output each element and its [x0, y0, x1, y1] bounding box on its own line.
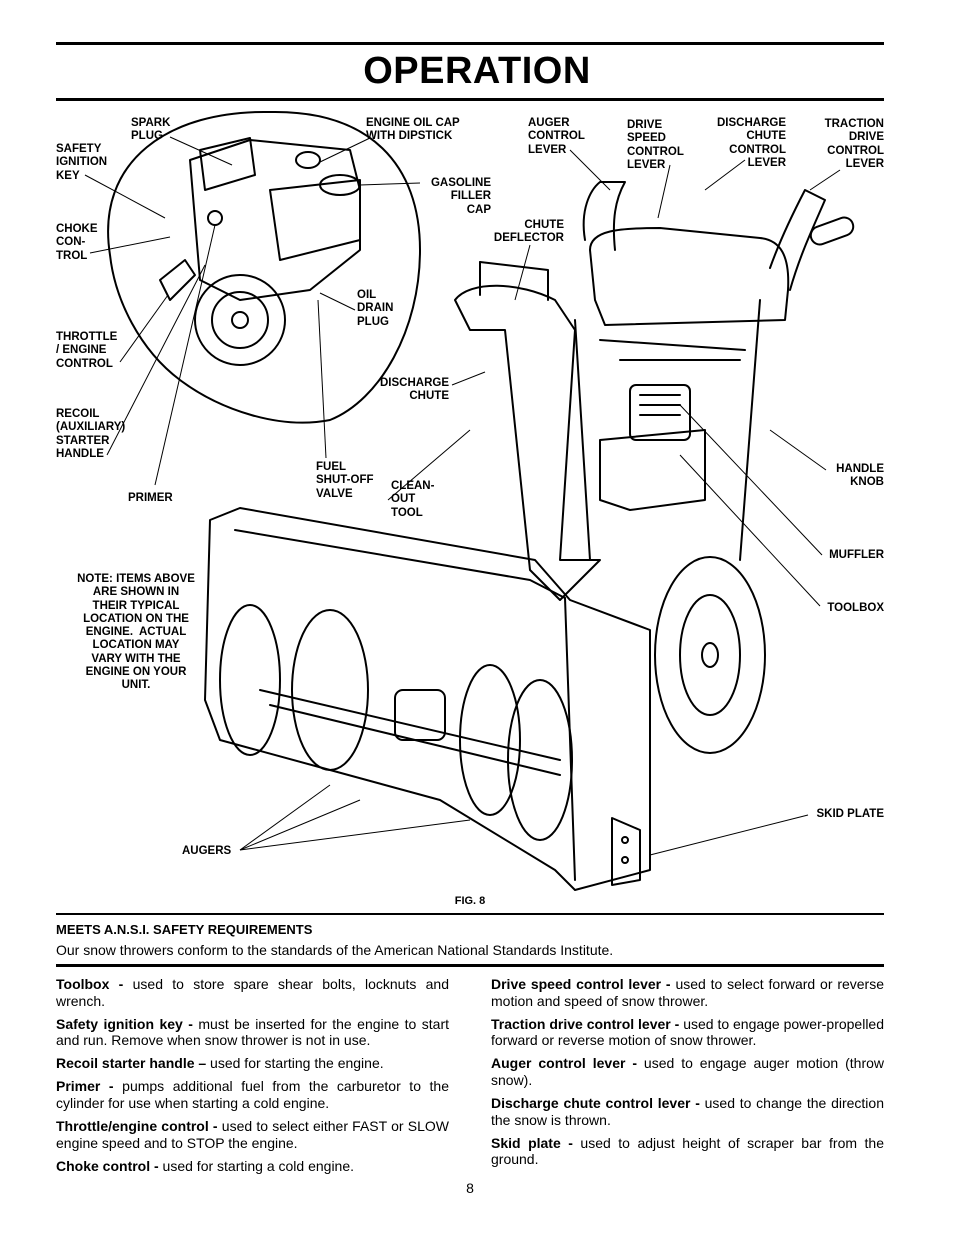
- control-panel: [589, 227, 790, 326]
- desc-primer: Primer - pumps additional fuel from the …: [56, 1078, 449, 1111]
- label-toolbox: TOOLBOX: [827, 602, 884, 614]
- desc-term: Safety ignition key -: [56, 1015, 193, 1032]
- right-handle: [769, 189, 826, 291]
- desc-text: used to store spare shear bolts, locknut…: [56, 976, 449, 1009]
- label-choke-control: CHOKE CON- TROL: [56, 223, 98, 262]
- label-throttle-engine-control: THROTTLE / ENGINE CONTROL: [56, 331, 118, 370]
- figure-caption: FIG. 8: [454, 895, 486, 907]
- desc-term: Discharge chute control lever -: [491, 1095, 700, 1112]
- label-discharge-chute-control-lever: DISCHARGE CHUTE CONTROL LEVER: [716, 117, 786, 169]
- desc-text: used to adjust height of scraper bar fro…: [491, 1134, 884, 1168]
- label-safety-ignition-key: SAFETY IGNITION KEY: [56, 143, 108, 182]
- desc-text: used to engage auger motion (throw snow)…: [491, 1055, 885, 1088]
- label-discharge-chute: DISCHARGE CHUTE: [379, 377, 449, 403]
- desc-toolbox: Toolbox - used to store spare shear bolt…: [56, 976, 449, 1009]
- label-traction-drive-control-lever: TRACTION DRIVE CONTROL LEVER: [824, 118, 884, 170]
- desc-recoil-starter-handle: Recoil starter handle – used for startin…: [56, 1055, 449, 1072]
- label-clean-out-tool: CLEAN- OUT TOOL: [391, 480, 435, 519]
- label-fuel-shutoff-valve: FUEL SHUT-OFF VALVE: [316, 461, 374, 500]
- descriptions-right-column: Drive speed control lever - used to sele…: [491, 976, 884, 1174]
- engine-block: [189, 139, 361, 301]
- label-chute-deflector: CHUTE DEFLECTOR: [493, 219, 564, 245]
- label-primer: PRIMER: [128, 492, 173, 504]
- label-gasoline-filler-cap: GASOLINE FILLER CAP: [430, 177, 491, 216]
- desc-traction-drive-control-lever: Traction drive control lever - used to e…: [491, 1016, 884, 1049]
- desc-term: Choke control -: [56, 1157, 159, 1174]
- skid-plate: [611, 817, 641, 886]
- snow-thrower-illustration: [84, 110, 855, 891]
- engine-inset-outline: [107, 110, 421, 424]
- label-handle-knob: HANDLE KNOB: [836, 463, 884, 489]
- desc-text: used for starting the engine.: [206, 1055, 384, 1072]
- desc-term: Recoil starter handle –: [56, 1055, 207, 1072]
- desc-drive-speed-control-lever: Drive speed control lever - used to sele…: [491, 976, 884, 1009]
- label-recoil-starter-handle: RECOIL (AUXILIARY) STARTER HANDLE: [56, 408, 126, 460]
- auger-housing: [204, 507, 651, 891]
- desc-term: Toolbox -: [56, 976, 124, 992]
- desc-term: Throttle/engine control -: [56, 1118, 218, 1135]
- label-oil-drain-plug: OIL DRAIN PLUG: [357, 289, 394, 328]
- desc-skid-plate: Skid plate - used to adjust height of sc…: [491, 1135, 884, 1168]
- wheel: [654, 556, 766, 754]
- label-drive-speed-control-lever: DRIVE SPEED CONTROL LEVER: [627, 119, 684, 171]
- desc-text: used to select either FAST or SLOW engin…: [56, 1118, 449, 1151]
- page-number: 8: [466, 1180, 474, 1196]
- desc-text: used to change the direction the snow is…: [491, 1095, 884, 1128]
- desc-text: must be inserted for the engine to start…: [56, 1015, 450, 1049]
- figure-note: NOTE: ITEMS ABOVE ARE SHOWN IN THEIR TYP…: [77, 573, 195, 692]
- page-title: OPERATION: [363, 50, 591, 92]
- label-muffler: MUFFLER: [829, 549, 884, 561]
- desc-choke-control: Choke control - used for starting a cold…: [56, 1158, 449, 1175]
- desc-text: used for starting a cold engine.: [158, 1157, 355, 1174]
- discharge-chute: [454, 284, 601, 601]
- desc-throttle-engine-control: Throttle/engine control - used to select…: [56, 1118, 449, 1151]
- figure-bottom-rule: [56, 913, 884, 915]
- label-engine-oil-cap: ENGINE OIL CAP WITH DIPSTICK: [366, 117, 460, 143]
- label-auger-control-lever: AUGER CONTROL LEVER: [528, 117, 585, 156]
- label-augers: AUGERS: [182, 845, 232, 857]
- desc-term: Skid plate -: [491, 1134, 573, 1151]
- desc-safety-ignition-key: Safety ignition key - must be inserted f…: [56, 1016, 449, 1049]
- title-underline: [56, 98, 884, 101]
- ansi-bottom-rule: [56, 964, 884, 967]
- left-handle: [582, 181, 626, 251]
- desc-discharge-chute-control-lever: Discharge chute control lever - used to …: [491, 1095, 884, 1128]
- desc-term: Primer -: [56, 1078, 114, 1095]
- ansi-heading: MEETS A.N.S.I. SAFETY REQUIREMENTS: [56, 922, 313, 937]
- desc-term: Traction drive control lever -: [491, 1015, 680, 1032]
- desc-term: Auger control lever -: [491, 1055, 638, 1072]
- label-skid-plate: SKID PLATE: [816, 808, 884, 820]
- desc-text: used to select forward or reverse motion…: [491, 976, 885, 1009]
- top-rule: [56, 42, 884, 45]
- desc-auger-control-lever: Auger control lever - used to engage aug…: [491, 1055, 884, 1088]
- ansi-body: Our snow throwers conform to the standar…: [56, 942, 614, 958]
- descriptions-left-column: Toolbox - used to store spare shear bolt…: [56, 976, 449, 1181]
- desc-text: used to engage power-propelled forward o…: [491, 1015, 885, 1049]
- desc-text: pumps additional fuel from the carbureto…: [56, 1078, 449, 1112]
- desc-term: Drive speed control lever -: [491, 976, 671, 992]
- label-spark-plug: SPARK PLUG: [131, 117, 171, 143]
